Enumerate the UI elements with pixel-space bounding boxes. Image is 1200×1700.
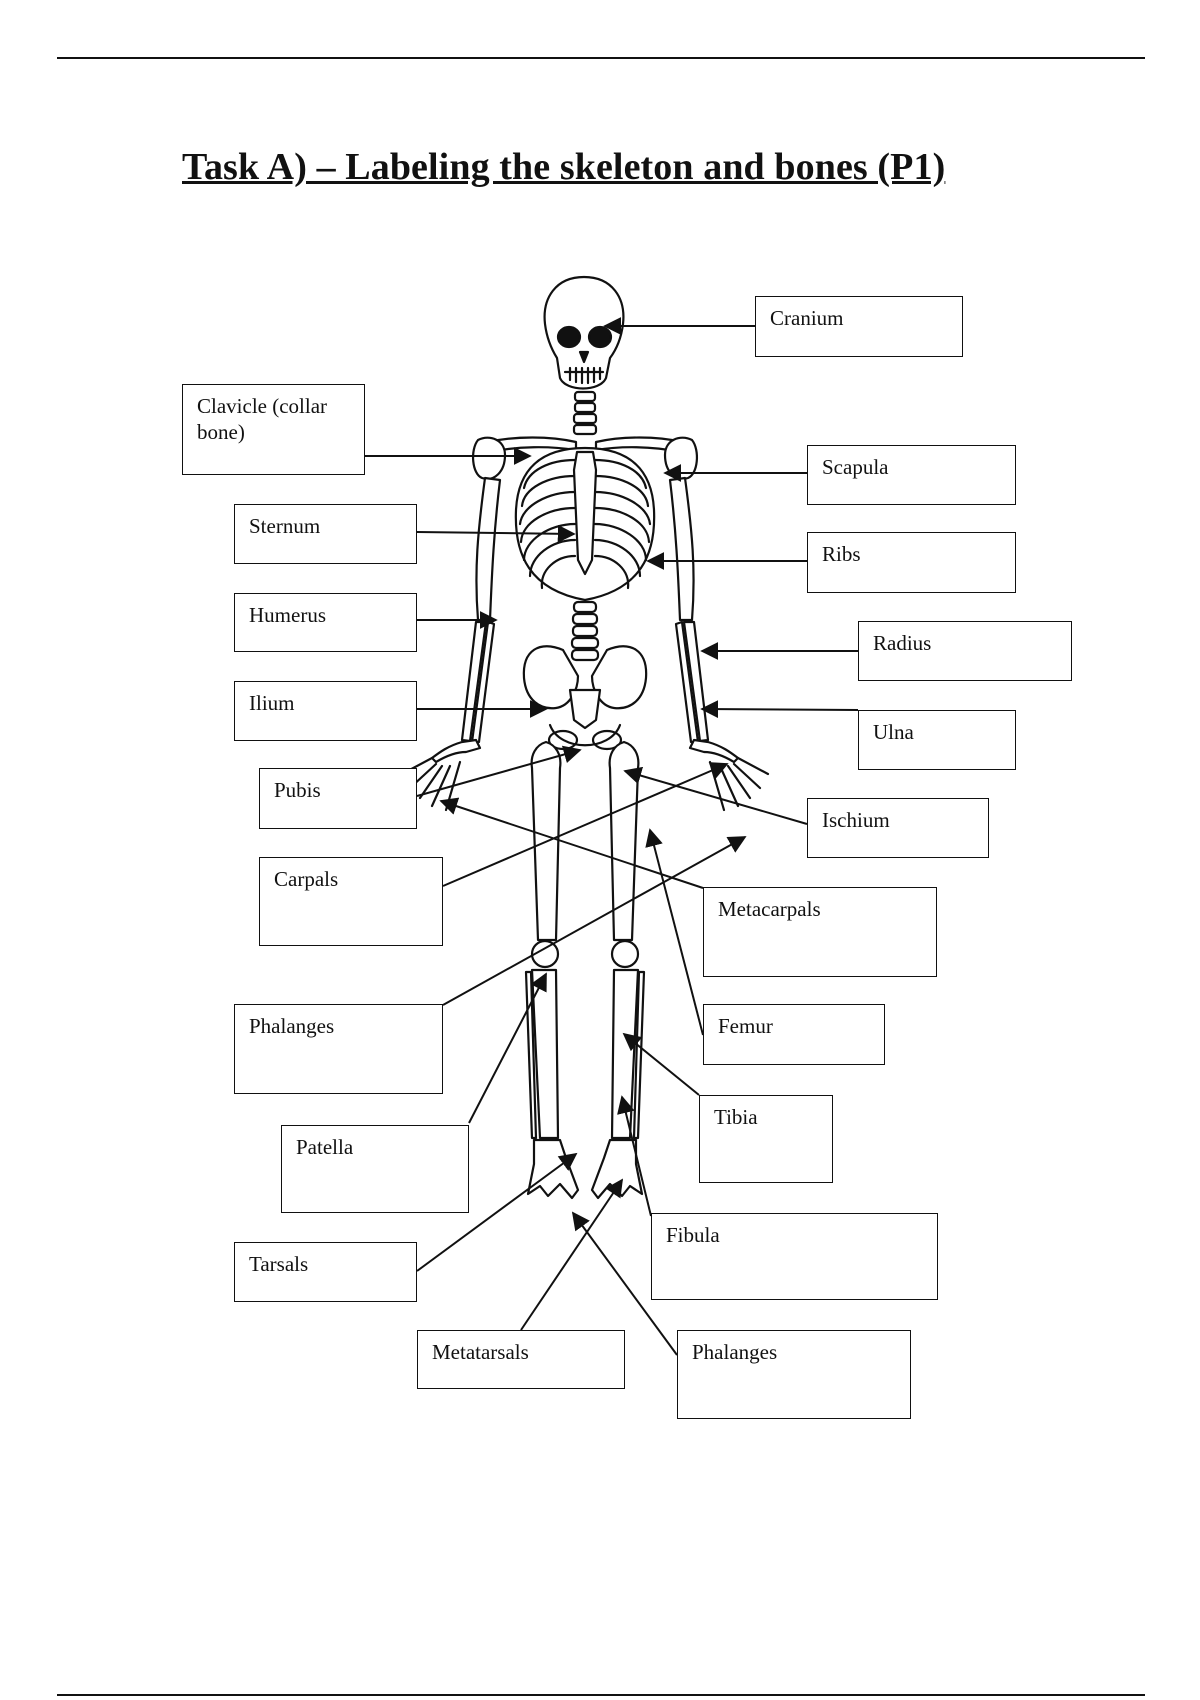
leader-carpals bbox=[442, 762, 729, 887]
label-femur: Femur bbox=[703, 1004, 885, 1065]
label-phalanges-foot: Phalanges bbox=[677, 1330, 911, 1419]
label-tibia: Tibia bbox=[699, 1095, 833, 1183]
leader-lines bbox=[365, 317, 859, 1356]
sternum-bone bbox=[572, 450, 598, 576]
label-radius: Radius bbox=[858, 621, 1072, 681]
skull bbox=[543, 275, 625, 390]
leader-metacarpals bbox=[439, 797, 704, 889]
lumbar-spine bbox=[570, 600, 600, 662]
leader-metatarsals bbox=[520, 1178, 624, 1331]
label-pubis: Pubis bbox=[259, 768, 417, 829]
right-arm bbox=[668, 476, 770, 812]
ribcage bbox=[514, 446, 656, 602]
leader-ischium bbox=[623, 766, 808, 825]
left-arm bbox=[400, 476, 502, 812]
label-metacarpals: Metacarpals bbox=[703, 887, 937, 977]
leader-phalanges-foot bbox=[571, 1211, 678, 1356]
right-leg bbox=[590, 740, 646, 1200]
pelvis bbox=[522, 645, 648, 751]
leader-ulna bbox=[700, 700, 859, 719]
label-fibula: Fibula bbox=[651, 1213, 938, 1300]
leader-fibula bbox=[617, 1095, 652, 1217]
leader-femur bbox=[645, 828, 704, 1036]
label-humerus: Humerus bbox=[234, 593, 417, 652]
left-leg bbox=[524, 740, 580, 1200]
label-metatarsals: Metatarsals bbox=[417, 1330, 625, 1389]
leader-tarsals bbox=[416, 1152, 578, 1272]
label-cranium: Cranium bbox=[755, 296, 963, 357]
label-sternum: Sternum bbox=[234, 504, 417, 564]
label-scapula: Scapula bbox=[807, 445, 1016, 505]
leader-pubis bbox=[416, 745, 582, 797]
label-patella: Patella bbox=[281, 1125, 469, 1213]
label-ilium: Ilium bbox=[234, 681, 417, 741]
label-tarsals: Tarsals bbox=[234, 1242, 417, 1302]
cervical-spine bbox=[572, 390, 598, 436]
label-ribs: Ribs bbox=[807, 532, 1016, 593]
top-rule bbox=[57, 57, 1145, 59]
skeleton-figure bbox=[400, 275, 770, 1200]
leader-sternum bbox=[416, 524, 576, 543]
label-phalanges-hand: Phalanges bbox=[234, 1004, 443, 1094]
bottom-rule bbox=[57, 1694, 1145, 1696]
label-clavicle: Clavicle (collar bone) bbox=[182, 384, 365, 475]
left-shoulder bbox=[472, 436, 507, 480]
label-ulna: Ulna bbox=[858, 710, 1016, 770]
leader-patella bbox=[468, 972, 547, 1124]
label-carpals: Carpals bbox=[259, 857, 443, 946]
leader-tibia bbox=[622, 1032, 700, 1096]
label-ischium: Ischium bbox=[807, 798, 989, 858]
page-title: Task A) – Labeling the skeleton and bone… bbox=[182, 146, 946, 188]
leader-phalanges-hand bbox=[442, 836, 747, 1006]
